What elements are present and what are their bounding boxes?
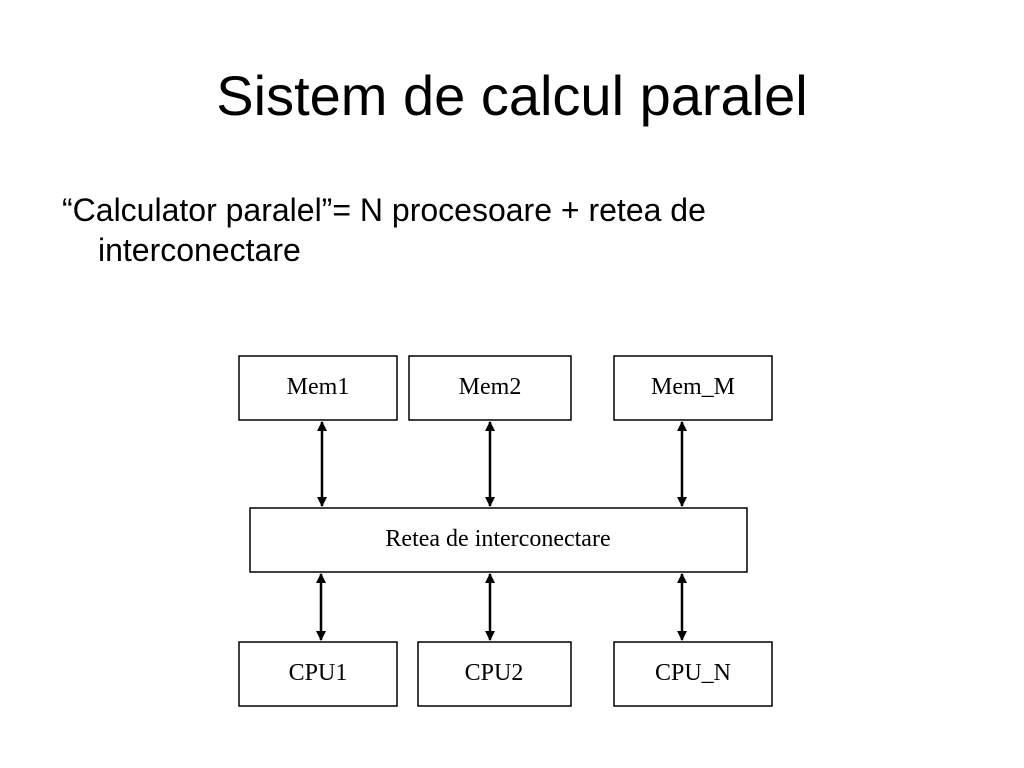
bullet-text: “Calculator paralel”= N procesoare + ret…	[62, 192, 706, 268]
cpu2-label: CPU2	[465, 660, 524, 686]
mem2-label: Mem2	[459, 374, 522, 400]
mem1-node: Mem1	[238, 355, 398, 421]
memm-box	[613, 355, 773, 421]
cpu1-label: CPU1	[289, 660, 348, 686]
cpun-node: CPU_N	[613, 641, 773, 707]
cpu2-node: CPU2	[417, 641, 572, 707]
mem2-box	[408, 355, 572, 421]
mem2-node: Mem2	[408, 355, 572, 421]
cpu1-box	[238, 641, 398, 707]
slide-title: Sistem de calcul paralel	[216, 64, 808, 127]
network-node: Retea de interconectare	[249, 507, 748, 573]
cpun-label: CPU_N	[655, 660, 731, 686]
cpu1-node: CPU1	[238, 641, 398, 707]
memm-label: Mem_M	[651, 374, 735, 400]
cpu2-box	[417, 641, 572, 707]
mem1-label: Mem1	[287, 374, 350, 400]
mem1-box	[238, 355, 398, 421]
memm-node: Mem_M	[613, 355, 773, 421]
cpun-box	[613, 641, 773, 707]
network-label: Retea de interconectare	[385, 526, 610, 552]
network-box	[249, 507, 748, 573]
